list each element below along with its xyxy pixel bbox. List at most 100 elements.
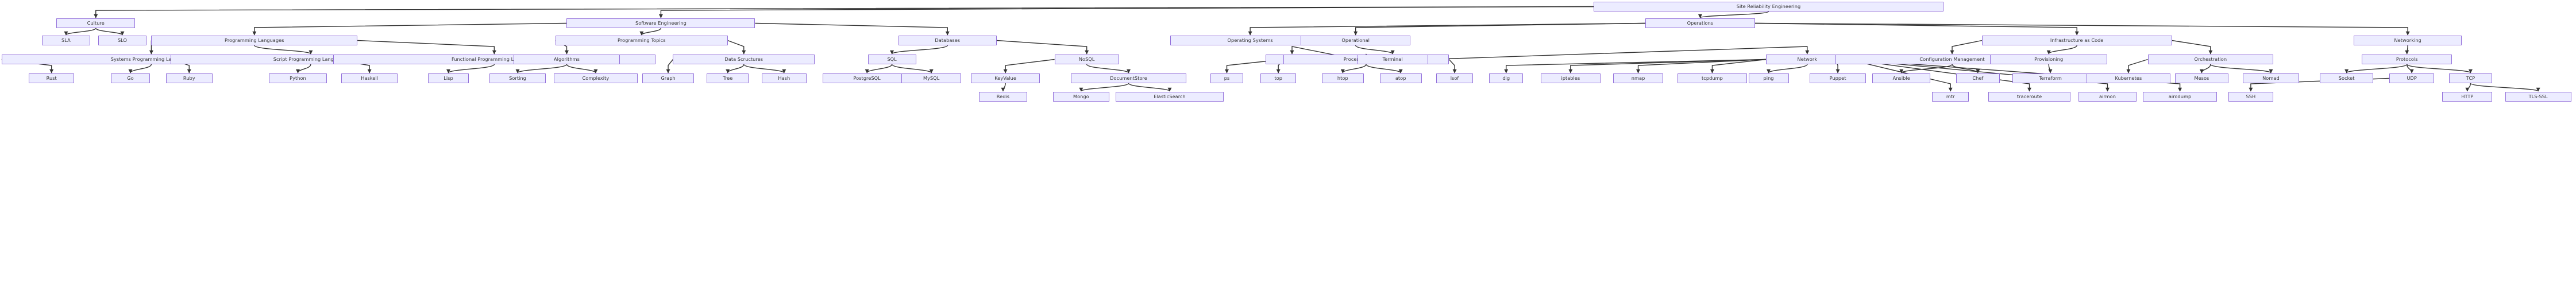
node-operational[interactable]: Operational [1301, 36, 1410, 45]
node-ssh[interactable]: SSH [2228, 92, 2274, 102]
node-hash[interactable]: Hash [761, 73, 807, 83]
node-progtopics[interactable]: Programming Topics [555, 36, 728, 45]
edge-softeng-to-databases [755, 22, 950, 36]
node-tcpdump[interactable]: tcpdump [1678, 73, 1747, 83]
edge-iac-to-provision [2046, 45, 2077, 55]
node-airodump[interactable]: airodump [2143, 92, 2218, 102]
node-mongo[interactable]: Mongo [1052, 92, 1109, 102]
node-softeng[interactable]: Software Engineering [566, 18, 755, 28]
node-redis[interactable]: Redis [978, 92, 1027, 102]
node-sla[interactable]: SLA [41, 36, 90, 45]
node-label: Terraform [2039, 75, 2062, 82]
node-kubernetes[interactable]: Kubernetes [2087, 73, 2170, 83]
edge-funproglang-to-lisp [446, 64, 495, 73]
node-label: iptables [1561, 75, 1580, 82]
edge-sre-to-culture [94, 6, 1594, 18]
edge-network-to-tcpdump [1710, 59, 1767, 73]
node-algorithms[interactable]: Algorithms [513, 55, 620, 64]
node-ruby[interactable]: Ruby [165, 73, 213, 83]
node-label: Infrastructure as Code [2050, 37, 2104, 44]
node-rust[interactable]: Rust [29, 73, 74, 83]
node-udp[interactable]: UDP [2389, 73, 2435, 83]
node-dig[interactable]: dig [1489, 73, 1524, 83]
node-label: Go [127, 75, 134, 82]
node-ping[interactable]: ping [1748, 73, 1789, 83]
node-airmon[interactable]: airmon [2078, 92, 2137, 102]
node-atop[interactable]: atop [1379, 73, 1422, 83]
node-provision[interactable]: Provisioning [1989, 55, 2108, 64]
node-label: KeyValue [994, 75, 1017, 82]
edge-procmon-to-lsof [1448, 59, 1457, 73]
node-puppet[interactable]: Puppet [1810, 73, 1867, 83]
node-label: Socket [2338, 75, 2355, 82]
node-datastruct[interactable]: Data Scructures [673, 55, 815, 64]
node-iac[interactable]: Infrastructure as Code [1981, 36, 2172, 45]
edge-protocols-to-udp [2407, 64, 2414, 73]
node-tree[interactable]: Tree [707, 73, 749, 83]
node-ps[interactable]: ps [1210, 73, 1243, 83]
node-haskell[interactable]: Haskell [341, 73, 398, 83]
node-nosql[interactable]: NoSQL [1054, 55, 1119, 64]
node-orchestr[interactable]: Orchestration [2147, 55, 2274, 64]
node-terraform[interactable]: Terraform [2012, 73, 2088, 83]
edge-culture-to-sla [64, 28, 97, 36]
node-iptables[interactable]: iptables [1540, 73, 1601, 83]
node-top[interactable]: top [1260, 73, 1296, 83]
node-label: SQL [887, 56, 897, 63]
node-tlsssl[interactable]: TLS-SSL [2505, 92, 2571, 102]
node-label: Protocols [2396, 56, 2418, 63]
node-databases[interactable]: Databases [898, 36, 997, 45]
node-docstore[interactable]: DocumentStore [1070, 73, 1187, 83]
node-label: lsof [1450, 75, 1459, 82]
edge-proglang-to-scrproglang [254, 45, 313, 55]
node-label: NoSQL [1078, 56, 1095, 63]
node-proglang[interactable]: Programming Languages [151, 36, 358, 45]
node-nmap[interactable]: nmap [1613, 73, 1663, 83]
node-htop[interactable]: htop [1321, 73, 1364, 83]
node-http[interactable]: HTTP [2442, 92, 2493, 102]
node-postgresql[interactable]: PostgreSQL [823, 73, 912, 83]
node-culture[interactable]: Culture [56, 18, 136, 28]
node-label: Culture [87, 20, 105, 26]
node-slo[interactable]: SLO [98, 36, 146, 45]
node-go[interactable]: Go [111, 73, 150, 83]
node-sql[interactable]: SQL [867, 55, 916, 64]
node-ansible[interactable]: Ansible [1872, 73, 1931, 83]
node-mysql[interactable]: MySQL [901, 73, 962, 83]
node-complexity[interactable]: Complexity [554, 73, 638, 83]
node-socket[interactable]: Socket [2320, 73, 2373, 83]
node-elastic[interactable]: ElasticSearch [1116, 92, 1224, 102]
node-mesos[interactable]: Mesos [2175, 73, 2228, 83]
edge-sre-to-softeng [658, 6, 1594, 18]
node-label: Provisioning [2034, 56, 2064, 63]
edge-culture-to-slo [95, 28, 125, 36]
edge-sql-to-mysql [891, 64, 934, 73]
node-label: Sorting [509, 75, 526, 82]
node-sorting[interactable]: Sorting [489, 73, 546, 83]
node-lisp[interactable]: Lisp [428, 73, 469, 83]
node-mtr[interactable]: mtr [1932, 92, 1969, 102]
edge-algorithms-to-sorting [515, 64, 568, 73]
node-operations[interactable]: Operations [1645, 18, 1755, 28]
edge-operations-to-opsys [1248, 22, 1646, 36]
node-protocols[interactable]: Protocols [2362, 55, 2452, 64]
node-lsof[interactable]: lsof [1436, 73, 1474, 83]
node-terminal[interactable]: Terminal [1357, 55, 1428, 64]
node-label: airmon [2099, 94, 2116, 100]
edge-keyvalue-to-redis [1001, 83, 1006, 92]
node-sre[interactable]: Site Reliability Engineering [1594, 2, 1943, 11]
node-networking[interactable]: Networking [2354, 36, 2462, 45]
node-tcp[interactable]: TCP [2448, 73, 2493, 83]
node-nomad[interactable]: Nomad [2242, 73, 2299, 83]
node-traceroute[interactable]: traceroute [1988, 92, 2070, 102]
node-label: Software Engineering [635, 20, 687, 26]
node-keyvalue[interactable]: KeyValue [970, 73, 1040, 83]
node-graph[interactable]: Graph [642, 73, 694, 83]
node-label: Script Programming Languages [273, 56, 348, 63]
node-python[interactable]: Python [269, 73, 327, 83]
node-label: Operating Systems [1227, 37, 1273, 44]
node-network[interactable]: Network [1766, 55, 1849, 64]
node-label: ping [1763, 75, 1774, 82]
node-chef[interactable]: Chef [1956, 73, 2000, 83]
